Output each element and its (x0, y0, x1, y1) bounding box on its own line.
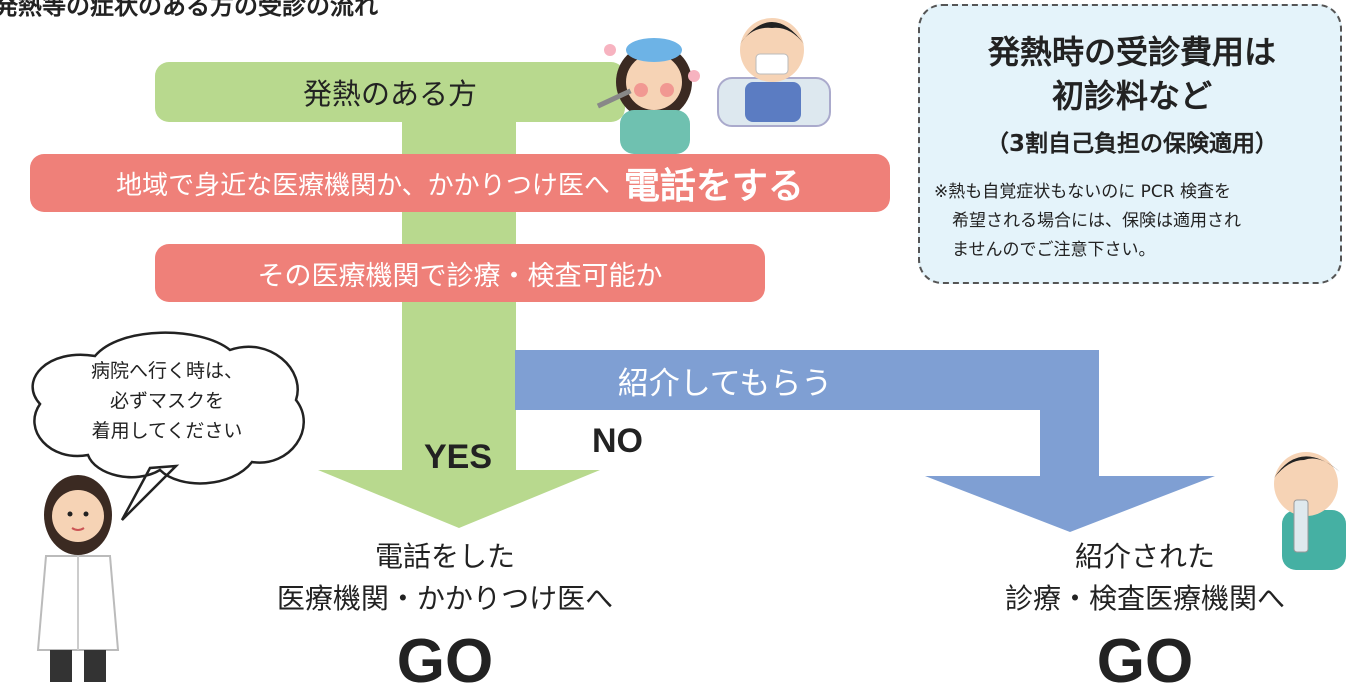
info-note-line1: ※熱も自覚症状もないのに PCR 検査を (934, 182, 1231, 202)
speech-line1: 病院へ行く時は、 (90, 360, 243, 382)
info-subtitle: （3割自己負担の保険適用） (985, 131, 1278, 157)
speech-line2: 必ずマスクを (109, 390, 224, 412)
sick-boy-in-bed-icon (717, 18, 831, 127)
yes-label: YES (424, 438, 493, 476)
fever-bar (155, 62, 625, 122)
info-note: ※熱も自覚症状もないのに PCR 検査を 希望される場合には、保険は適用され ま… (934, 178, 1334, 265)
info-box: 発熱時の受診費用は 初診料など （3割自己負担の保険適用） ※熱も自覚症状もない… (918, 4, 1342, 284)
phone-step-emphasis: 電話をする (623, 166, 804, 207)
referral-trunk (1040, 350, 1099, 478)
destination-left-line1: 電話をした (374, 540, 515, 573)
info-note-line2: 希望される場合には、保険は適用され (952, 211, 1241, 231)
speech-bubble (31, 331, 305, 521)
yes-arrowhead (318, 470, 600, 528)
destination-left-line2: 医療機関・かかりつけ医へ (276, 582, 614, 615)
destination-right-line2: 診療・検査医療機関へ (1004, 582, 1285, 615)
page-title: 発熱等の症状のある方の受診の流れ (0, 0, 378, 20)
check-bar (155, 244, 765, 302)
destination-right: 紹介された 診療・検査医療機関へ GO (950, 536, 1340, 698)
info-note-line3: ませんのでご注意下さい。 (952, 240, 1156, 260)
fever-step: 発熱のある方 (302, 77, 477, 111)
no-label: NO (592, 422, 643, 460)
boy-with-drink-icon (1274, 452, 1346, 570)
info-title-line2: 初診料など (1051, 77, 1212, 115)
referral-bar (515, 350, 1099, 410)
no-arrowhead (925, 476, 1215, 532)
phone-step: 地域で身近な医療機関か、かかりつけ医へ電話をする (30, 154, 890, 212)
referral-step: 紹介してもらう (617, 365, 833, 402)
flow-diagram (30, 18, 1346, 682)
destination-left-go: GO (396, 627, 494, 696)
feverish-girl-icon (596, 38, 700, 154)
phone-bar (30, 154, 890, 212)
phone-step-text: 地域で身近な医療機関か、かかりつけ医へ (116, 170, 610, 201)
destination-right-line1: 紹介された (1074, 540, 1215, 573)
info-title-line1: 発熱時の受診費用は (987, 33, 1276, 71)
info-title: 発熱時の受診費用は 初診料など (920, 30, 1344, 118)
destination-left: 電話をした 医療機関・かかりつけ医へ GO (250, 536, 640, 698)
speech-line3: 着用してください (91, 420, 243, 442)
speech-bubble-text: 病院へ行く時は、 必ずマスクを 着用してください (62, 356, 272, 446)
check-step: その医療機関で診療・検査可能か (257, 260, 663, 292)
destination-right-go: GO (1096, 627, 1194, 696)
doctor-icon (36, 475, 120, 682)
